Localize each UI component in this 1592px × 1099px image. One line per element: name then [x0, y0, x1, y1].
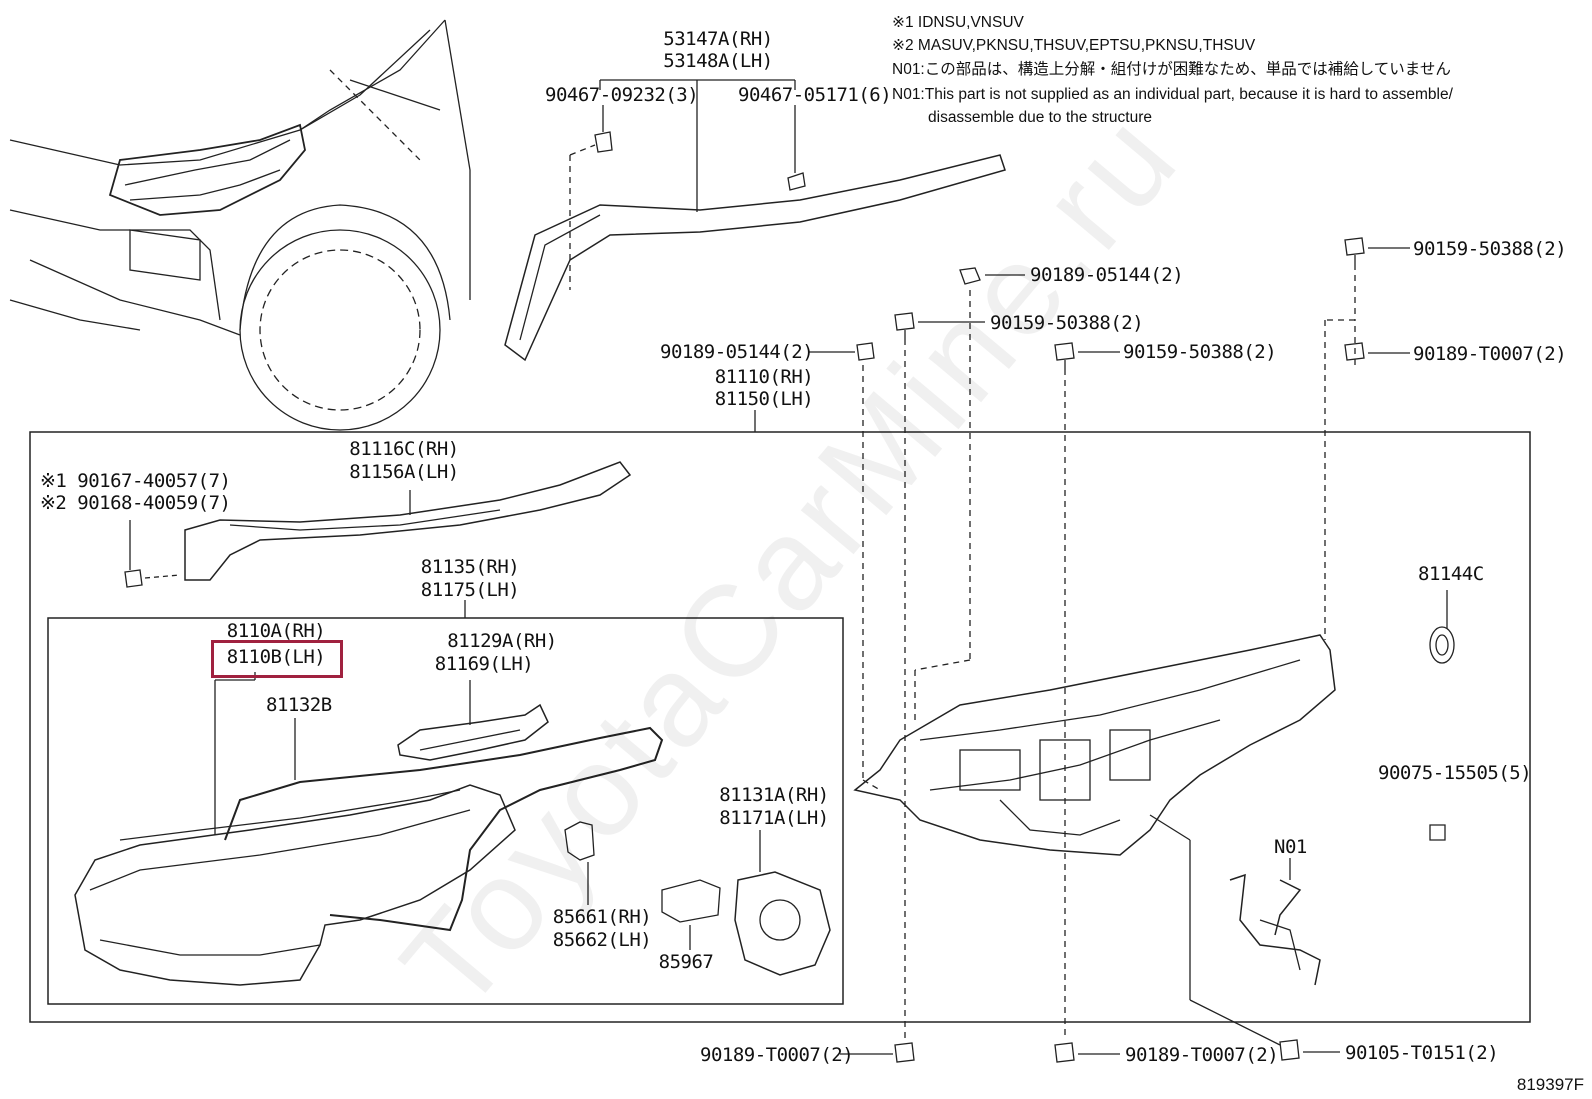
part-label-81144c[interactable]: 81144C	[1418, 563, 1484, 585]
part-label-90159-50388-b[interactable]: 90159-50388(2)	[1123, 341, 1277, 363]
lamp-81131a	[734, 830, 831, 976]
part-label-8110a[interactable]: 8110A(RH)	[226, 620, 326, 642]
part-label-53148a[interactable]: 53148A(LH)	[663, 50, 773, 72]
part-label-81175[interactable]: 81175(LH)	[420, 579, 520, 601]
connector-85661	[564, 821, 595, 861]
part-label-90075-15505[interactable]: 90075-15505(5)	[1378, 762, 1532, 784]
part-label-81171a[interactable]: 81171A(LH)	[719, 807, 829, 829]
part-label-90167-40057[interactable]: ※1 90167-40057(7)	[40, 470, 231, 492]
part-label-90467-05171[interactable]: 90467-05171(6)	[738, 84, 892, 106]
part-label-81131a[interactable]: 81131A(RH)	[719, 784, 829, 806]
part-label-81135[interactable]: 81135(RH)	[420, 556, 520, 578]
part-label-8110b[interactable]: 8110B(LH)	[226, 646, 326, 668]
highlight-box	[211, 640, 343, 678]
part-label-81150[interactable]: 81150(LH)	[714, 388, 814, 410]
part-label-90105-T0151[interactable]: 90105-T0151(2)	[1345, 1042, 1499, 1064]
bracket-81116c	[124, 461, 632, 588]
part-label-85967[interactable]: 85967	[658, 951, 714, 973]
part-label-90467-09232[interactable]: 90467-09232(3)	[545, 84, 699, 106]
part-label-81110[interactable]: 81110(RH)	[714, 366, 814, 388]
fasteners-bottom	[840, 1039, 1340, 1063]
lamp-81129a	[397, 680, 549, 761]
module-85967	[661, 879, 721, 923]
part-label-90189-T0007-top[interactable]: 90189-T0007(2)	[1413, 343, 1567, 365]
part-label-85661[interactable]: 85661(RH)	[552, 906, 652, 928]
part-label-81156a[interactable]: 81156A(LH)	[349, 461, 459, 483]
clip-90075	[1429, 824, 1446, 841]
gasket-81132b	[224, 718, 664, 932]
headlamp-lens	[74, 672, 516, 986]
cap-81144c	[1429, 590, 1455, 664]
part-label-53147a[interactable]: 53147A(RH)	[663, 28, 773, 50]
part-label-90189-05144-a[interactable]: 90189-05144(2)	[1030, 264, 1184, 286]
part-label-n01[interactable]: N01	[1274, 836, 1307, 858]
part-label-81129a[interactable]: 81129A(RH)	[447, 630, 557, 652]
car-illustration	[9, 19, 471, 431]
part-label-81169[interactable]: 81169(LH)	[434, 653, 534, 675]
part-label-90159-50388-c[interactable]: 90159-50388(2)	[1413, 238, 1567, 260]
part-label-90189-T0007-b1[interactable]: 90189-T0007(2)	[700, 1044, 854, 1066]
assembly-outer-box	[29, 431, 1531, 1023]
note-1: ※1 IDNSU,VNSUV	[892, 14, 1024, 31]
part-label-90189-05144-b[interactable]: 90189-05144(2)	[660, 341, 814, 363]
part-label-81116c[interactable]: 81116C(RH)	[349, 438, 459, 460]
part-label-81132b[interactable]: 81132B	[266, 694, 332, 716]
part-label-90159-50388-a[interactable]: 90159-50388(2)	[990, 312, 1144, 334]
headlamp-housing-right	[853, 634, 1336, 1046]
part-label-85662[interactable]: 85662(LH)	[552, 929, 652, 951]
garnish-strip	[504, 79, 1006, 362]
harness-n01	[1229, 858, 1321, 986]
part-label-90168-40059[interactable]: ※2 90168-40059(7)	[40, 492, 231, 514]
figure-code: 819397F	[1516, 1075, 1584, 1094]
note-3: N01:この部品は、構造上分解・組付けが困難なため、単品では補給していません	[892, 61, 1451, 78]
note-5: disassemble due to the structure	[928, 109, 1153, 126]
note-4: N01:This part is not supplied as an indi…	[892, 86, 1453, 103]
note-2: ※2 MASUV,PKNSU,THSUV,EPTSU,PKNSU,THSUV	[892, 37, 1256, 54]
headlamp-unit-box	[47, 617, 844, 1005]
fasteners-top	[754, 237, 1410, 1040]
part-label-90189-T0007-b2[interactable]: 90189-T0007(2)	[1125, 1044, 1279, 1066]
